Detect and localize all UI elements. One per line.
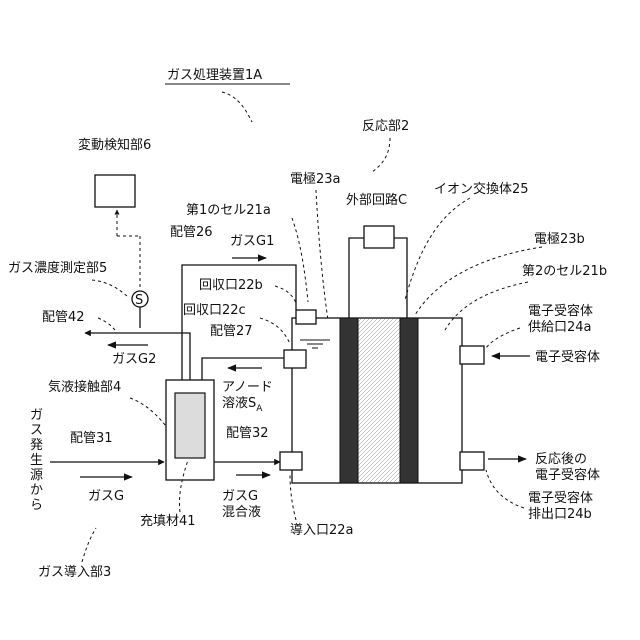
first-cell-label: 第1のセル21a: [186, 203, 271, 218]
acceptor-discharge-leader: [486, 470, 524, 508]
electrode-a: [340, 318, 358, 483]
external-circuit-wire: [349, 238, 407, 318]
electrode-a-leader: [316, 190, 328, 320]
filler-block: [175, 393, 205, 458]
return-port-c-leader: [260, 318, 290, 344]
pipe-31-label: 配管31: [70, 431, 113, 446]
gas-intro-label: ガス導入部3: [38, 565, 111, 580]
external-circuit-label: 外部回路C: [346, 192, 407, 208]
acceptor-discharge-label-1: 電子受容体: [528, 490, 593, 506]
return-port-c-label: 回収口22c: [183, 303, 246, 318]
anode-solution-label-1: アノード: [222, 380, 273, 395]
acceptor-supply-leader: [486, 328, 520, 348]
pipe-42-leader: [98, 318, 117, 333]
gas-source-char-2: ス: [30, 423, 43, 438]
pipe-27-label: 配管27: [210, 324, 253, 339]
gas-g-mixed-label-1: ガスG: [222, 489, 258, 504]
variation-detector-box: [95, 175, 135, 207]
gas-source-char-3: 発: [30, 438, 43, 453]
reacted-acceptor-label-2: 電子受容体: [535, 467, 600, 483]
sensor-leader: [92, 280, 128, 297]
gas-g-label: ガスG: [88, 489, 124, 504]
acceptor-discharge-port: [460, 452, 484, 470]
anode-solution-label-2: 溶液SA: [222, 396, 263, 414]
gas-source-char-6: か: [30, 483, 43, 498]
acceptor-supply-label-1: 電子受容体: [528, 303, 593, 319]
gas-intro-leader: [82, 528, 96, 562]
pipe-42-label: 配管42: [42, 310, 85, 325]
ion-exchanger-label: イオン交換体25: [434, 181, 529, 197]
ion-exchanger-membrane: [358, 318, 400, 483]
pipe-32-label: 配管32: [226, 426, 269, 441]
return-port-c: [284, 350, 306, 368]
gas-source-char-5: 源: [30, 468, 43, 483]
electron-acceptor-label: 電子受容体: [535, 349, 600, 365]
title-leader: [222, 92, 252, 122]
electrode-b: [400, 318, 418, 483]
gas-liquid-contact-label: 気液接触部4: [48, 379, 121, 395]
reaction-part-label: 反応部2: [362, 119, 409, 134]
inlet-port-a: [280, 452, 302, 470]
gas-liquid-contact-leader: [130, 398, 166, 426]
gas-source-char-1: ガ: [30, 408, 43, 423]
second-cell-label: 第2のセル21b: [522, 264, 607, 279]
gas-g-mixed-label-2: 混合液: [222, 505, 261, 520]
gas-concentration-meter-label: ガス濃度測定部5: [8, 260, 107, 276]
electrode-b-leader: [415, 247, 542, 315]
sensor-symbol: S: [135, 293, 143, 308]
first-cell-leader: [292, 218, 308, 302]
inlet-port-label: 導入口22a: [290, 523, 354, 538]
return-port-b: [296, 310, 316, 324]
variation-detector-label: 変動検知部6: [78, 137, 151, 153]
external-circuit-resistor: [364, 226, 394, 248]
pipe-26-label: 配管26: [170, 225, 213, 240]
acceptor-discharge-label-2: 排出口24b: [528, 507, 592, 522]
filler-label: 充填材41: [140, 513, 196, 529]
reaction-part-leader: [372, 138, 390, 172]
return-port-b-label: 回収口22b: [199, 278, 263, 293]
reacted-acceptor-label-1: 反応後の: [535, 452, 587, 467]
gas-source-char-4: 生: [30, 453, 43, 468]
electrode-b-label: 電極23b: [534, 231, 585, 247]
pipe-27-line: [202, 358, 285, 380]
gas-g2-label: ガスG2: [112, 352, 156, 367]
acceptor-supply-port: [460, 346, 484, 364]
ion-exchanger-leader: [405, 198, 470, 300]
acceptor-supply-label-2: 供給口24a: [528, 320, 592, 335]
gas-source-char-7: ら: [30, 498, 43, 513]
electrode-a-label: 電極23a: [290, 171, 341, 187]
gas-g1-label: ガスG1: [230, 234, 274, 249]
return-port-b-leader: [275, 286, 296, 303]
title: ガス処理装置1A: [167, 68, 262, 83]
